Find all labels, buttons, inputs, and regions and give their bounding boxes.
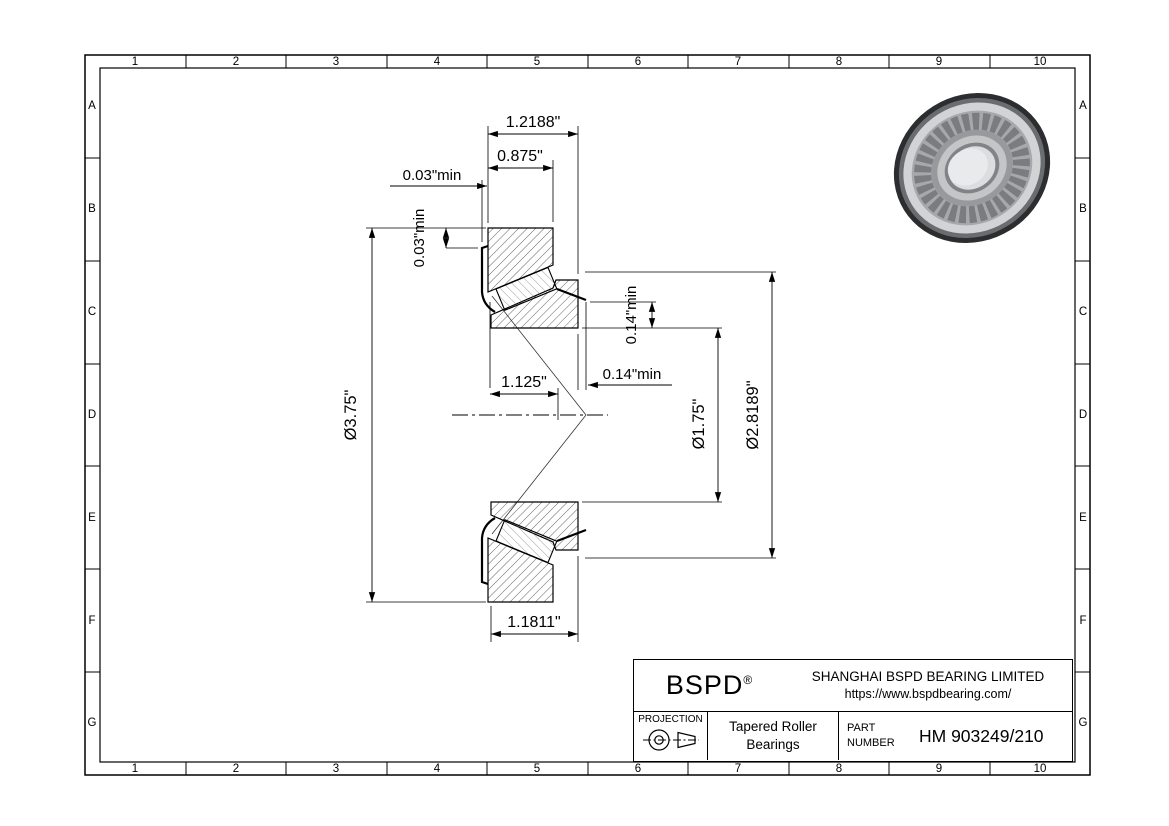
- grid-row-label: D: [88, 409, 96, 421]
- grid-col-label: 3: [333, 763, 339, 775]
- grid-col-label: 7: [735, 763, 741, 775]
- first-angle-projection-icon: [642, 729, 699, 751]
- bearing-cross-section: [452, 227, 608, 603]
- brand-name: BSPD: [665, 670, 744, 700]
- grid-row-label: F: [88, 615, 95, 627]
- grid-row-label: F: [1079, 615, 1086, 627]
- company-block: SHANGHAI BSPD BEARING LIMITED https://ww…: [784, 668, 1072, 703]
- roller-section-bottom: [495, 518, 558, 564]
- registered-mark: ®: [743, 673, 753, 687]
- grid-col-label: 7: [735, 56, 741, 68]
- dim-outer-diameter: Ø3.75": [342, 389, 360, 440]
- grid-col-label: 5: [534, 56, 540, 68]
- grid-col-label: 4: [434, 56, 441, 68]
- title-block-details: PROJECTION Tapered Roller Bearings PART …: [634, 712, 1072, 760]
- dim-bore-diameter: Ø1.75": [690, 398, 708, 449]
- grid-row-label: B: [1079, 203, 1087, 215]
- dim-cup-width: 0.875": [497, 148, 543, 165]
- sheet-frame: 1 2 3 4 5 6 7 8 9 10 1 2 3 4 5 6 7 8 9 1…: [84, 54, 1091, 776]
- title-block: BSPD® SHANGHAI BSPD BEARING LIMITED http…: [633, 659, 1073, 762]
- grid-row-label: A: [1079, 100, 1087, 112]
- part-number-label: PART NUMBER: [847, 722, 895, 749]
- cup-section-bottom: [487, 537, 554, 603]
- product-type-line2: Bearings: [746, 737, 800, 752]
- dim-gap-right-axial: 0.14"min: [603, 366, 662, 383]
- projection-label: PROJECTION: [638, 714, 703, 725]
- grid-col-label: 2: [233, 763, 239, 775]
- zone-ticks-left: [85, 157, 100, 673]
- grid-col-label: 1: [132, 56, 138, 68]
- dim-cone-width: 1.1811": [507, 614, 560, 631]
- grid-col-label: 4: [434, 763, 441, 775]
- product-type-cell: Tapered Roller Bearings: [708, 712, 839, 760]
- title-block-header: BSPD® SHANGHAI BSPD BEARING LIMITED http…: [634, 660, 1072, 712]
- grid-row-label: A: [88, 100, 96, 112]
- grid-col-label: 8: [836, 56, 842, 68]
- grid-col-label: 2: [233, 56, 239, 68]
- dim-gap-left-axial: 0.03"min: [403, 167, 462, 184]
- grid-row-label: C: [88, 306, 96, 318]
- grid-col-label: 8: [836, 763, 842, 775]
- cage-top-right: [556, 287, 587, 302]
- cage-bottom-left: [480, 517, 496, 586]
- grid-col-label: 10: [1034, 56, 1047, 68]
- grid-col-label: 6: [635, 763, 641, 775]
- zone-ticks-bottom: [185, 762, 991, 775]
- dim-gap-right-radial: 0.14"min: [623, 286, 640, 345]
- grid-row-label: D: [1079, 409, 1087, 421]
- grid-row-label: E: [1079, 512, 1087, 524]
- dimension-annotations: 1.2188" 0.875" 0.03"min 0.03"min Ø3.75" …: [342, 114, 776, 642]
- grid-col-label: 9: [936, 56, 942, 68]
- dim-cup-front-diameter: Ø2.8189": [744, 380, 762, 449]
- grid-row-label: G: [1079, 717, 1088, 729]
- zone-ticks-top: [185, 55, 991, 68]
- bearing-photo: [893, 92, 1051, 244]
- grid-col-label: 10: [1034, 763, 1047, 775]
- dim-total-width: 1.2188": [506, 114, 561, 131]
- rollers-ring: [914, 112, 1030, 224]
- dim-gap-left-radial: 0.03"min: [411, 209, 428, 268]
- grid-col-label: 6: [635, 56, 641, 68]
- grid-row-label: E: [88, 512, 96, 524]
- grid-col-label: 3: [333, 56, 339, 68]
- part-number-value: HM 903249/210: [919, 725, 1044, 746]
- grid-col-label: 5: [534, 763, 540, 775]
- grid-row-label: B: [88, 203, 96, 215]
- extension-lines: [366, 126, 776, 642]
- company-website: https://www.bspdbearing.com/: [844, 687, 1012, 702]
- cage-top-left: [480, 244, 496, 313]
- zone-ticks-right: [1075, 157, 1090, 673]
- roller-section-top: [495, 266, 558, 312]
- cage-bottom-right: [556, 528, 587, 543]
- projection-cell: PROJECTION: [634, 712, 708, 760]
- cup-section-top: [487, 227, 554, 293]
- brand-logo: BSPD®: [634, 670, 784, 701]
- company-name: SHANGHAI BSPD BEARING LIMITED: [811, 668, 1045, 684]
- part-number-cell: PART NUMBER HM 903249/210: [839, 712, 1072, 760]
- product-type-line1: Tapered Roller: [729, 719, 817, 735]
- grid-row-label: C: [1079, 306, 1087, 318]
- dim-load-center: 1.125": [501, 374, 547, 391]
- grid-row-label: G: [88, 717, 97, 729]
- grid-col-label: 9: [936, 763, 942, 775]
- grid-col-label: 1: [132, 763, 138, 775]
